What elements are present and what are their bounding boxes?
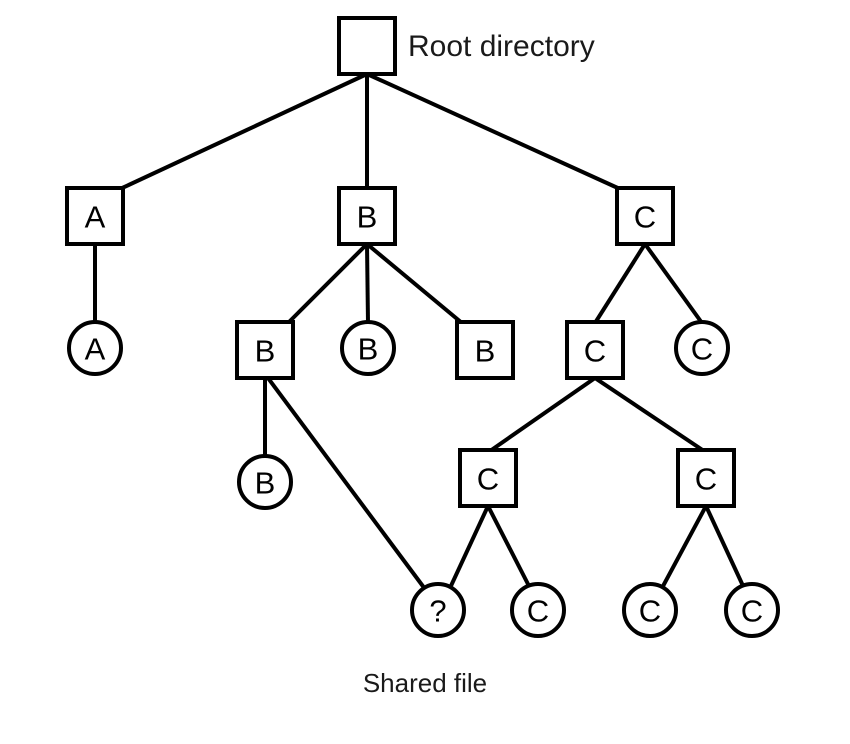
node-label-dirC2: C xyxy=(584,334,606,369)
directory-node-dirC2[interactable]: C xyxy=(565,320,625,380)
tree-edge-dirC-to-dirC2 xyxy=(593,242,647,325)
node-label-fileC4: C xyxy=(741,594,763,629)
edge-layer xyxy=(93,72,746,591)
file-circle-icon xyxy=(674,320,730,376)
file-circle-icon xyxy=(622,582,678,638)
tree-edge-dirC4-to-fileC4 xyxy=(704,505,746,589)
tree-edge-dirC4-to-fileC3 xyxy=(660,505,708,589)
file-node-fileC3[interactable]: C xyxy=(622,582,678,638)
file-circle-icon xyxy=(340,320,396,376)
file-node-fileC4[interactable]: C xyxy=(724,582,780,638)
directory-square-icon xyxy=(458,448,518,508)
tree-edge-dirC2-to-dirC3 xyxy=(488,376,597,453)
node-label-dirC: C xyxy=(634,200,656,235)
directory-node-root[interactable] xyxy=(337,16,397,76)
directory-node-dirC[interactable]: C xyxy=(615,186,675,246)
directory-square-icon xyxy=(615,186,675,246)
directory-node-dirB2[interactable]: B xyxy=(235,320,295,380)
directory-node-dirB3[interactable]: B xyxy=(455,320,515,380)
file-circle-icon xyxy=(724,582,780,638)
directory-node-dirC3[interactable]: C xyxy=(458,448,518,508)
node-label-shared: ? xyxy=(429,594,446,629)
file-node-fileA[interactable]: A xyxy=(67,320,123,376)
file-node-fileC1[interactable]: C xyxy=(674,320,730,376)
node-label-dirC3: C xyxy=(477,462,499,497)
node-label-dirB: B xyxy=(357,200,378,235)
file-circle-icon xyxy=(510,582,566,638)
tree-edge-dirB-to-dirB3 xyxy=(365,242,464,325)
node-layer: A B C A B B B C C B C C? C C C xyxy=(65,16,780,638)
directory-node-dirB[interactable]: B xyxy=(337,186,397,246)
tree-edge-dirB-to-dirB2 xyxy=(286,242,369,325)
directory-square-icon xyxy=(565,320,625,380)
directory-square-icon xyxy=(337,186,397,246)
node-label-dirA: A xyxy=(85,200,106,235)
file-circle-icon xyxy=(237,454,293,510)
directory-node-dirA[interactable]: A xyxy=(65,186,125,246)
file-circle-icon xyxy=(67,320,123,376)
node-label-fileC3: C xyxy=(639,594,661,629)
file-node-fileB1[interactable]: B xyxy=(340,320,396,376)
node-label-fileC2: C xyxy=(527,594,549,629)
directory-node-dirC4[interactable]: C xyxy=(676,448,736,508)
tree-edge-dirB-to-fileB1 xyxy=(365,243,370,324)
directory-square-icon xyxy=(65,186,125,246)
tree-edge-root-to-dirC xyxy=(366,72,621,191)
directory-square-icon xyxy=(235,320,295,380)
node-label-fileB2: B xyxy=(255,466,276,501)
tree-edge-dirC2-to-dirC4 xyxy=(593,376,706,453)
tree-edge-dirC3-to-fileC2 xyxy=(486,505,532,589)
tree-edge-dirC-to-fileC1 xyxy=(643,242,704,325)
file-node-shared[interactable]: ? xyxy=(410,582,466,638)
node-label-dirB2: B xyxy=(255,334,276,369)
tree-edge-dirB2-to-shared xyxy=(266,376,427,591)
shared-file-caption: Shared file xyxy=(363,668,487,698)
tree-edge-root-to-dirA xyxy=(119,72,368,191)
annotation-layer: Root directory Shared file xyxy=(363,30,595,698)
tree-edge-dirC3-to-shared xyxy=(448,505,490,589)
file-node-fileB2[interactable]: B xyxy=(237,454,293,510)
node-label-fileC1: C xyxy=(691,332,713,367)
directory-square-icon xyxy=(676,448,736,508)
node-label-fileB1: B xyxy=(358,332,379,367)
node-label-dirC4: C xyxy=(695,462,717,497)
node-label-dirB3: B xyxy=(475,334,496,369)
root-directory-annotation: Root directory xyxy=(408,30,595,63)
directory-square-icon xyxy=(455,320,515,380)
file-circle-icon xyxy=(410,582,466,638)
node-label-fileA: A xyxy=(85,332,106,367)
file-node-fileC2[interactable]: C xyxy=(510,582,566,638)
directory-square-icon xyxy=(337,16,397,76)
